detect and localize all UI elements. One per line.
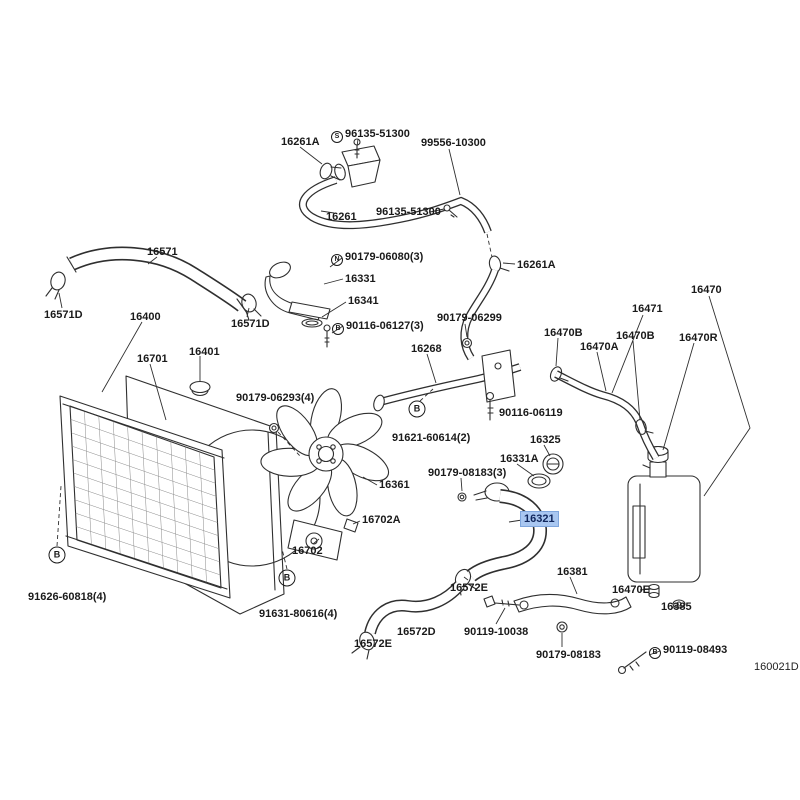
bracket-drawing — [483, 593, 647, 675]
radiator-cap-drawing — [189, 380, 211, 397]
part-label-16261A-2[interactable]: 16261A — [517, 259, 556, 271]
part-label-16268[interactable]: 16268 — [411, 343, 442, 355]
part-label-16385[interactable]: 16385 — [661, 601, 692, 613]
part-label-16470[interactable]: 16470 — [691, 284, 722, 296]
part-label-16400[interactable]: 16400 — [130, 311, 161, 323]
part-label-16470A[interactable]: 16470A — [580, 341, 619, 353]
thermostat-drawing — [527, 453, 564, 489]
part-label-16571D-2[interactable]: 16571D — [231, 318, 270, 330]
outlet-hose-drawing — [351, 580, 465, 660]
part-label-16572D[interactable]: 16572D — [397, 626, 436, 638]
part-label-90119-10038[interactable]: 90119-10038 — [464, 626, 529, 638]
dashed-reference-lines — [56, 233, 493, 570]
part-label-16702A[interactable]: 16702A — [362, 514, 401, 526]
reserve-tank-drawing — [627, 445, 701, 609]
part-label-96135-51300-2[interactable]: 96135-51300 — [376, 206, 441, 218]
radiator-drawing — [59, 380, 231, 599]
part-label-16572E-2[interactable]: 16572E — [354, 638, 392, 650]
part-label-16470E[interactable]: 16470E — [612, 584, 650, 596]
part-label-91626-60818[interactable]: 91626-60818(4) — [28, 591, 107, 603]
part-label-16470B-1[interactable]: 16470B — [544, 327, 583, 339]
part-label-16701[interactable]: 16701 — [137, 353, 168, 365]
part-label-90179-08183-1[interactable]: 90179-08183(3) — [428, 467, 507, 479]
part-label-16261[interactable]: 16261 — [326, 211, 357, 223]
fan-bracket-drawing — [287, 518, 359, 561]
water-inlet-drawing — [264, 261, 331, 348]
part-label-16572E-1[interactable]: 16572E — [450, 582, 488, 594]
fastener-symbol-B: B — [649, 647, 661, 659]
part-label-16321[interactable]: 16321 — [520, 510, 559, 528]
part-label-16341[interactable]: 16341 — [348, 295, 379, 307]
part-label-16401[interactable]: 16401 — [189, 346, 220, 358]
part-label-90179-06293[interactable]: 90179-06293(4) — [236, 392, 315, 404]
part-label-16325[interactable]: 16325 — [530, 434, 561, 446]
part-label-16471[interactable]: 16471 — [632, 303, 663, 315]
part-label-16470R[interactable]: 16470R — [679, 332, 718, 344]
part-label-16331[interactable]: 16331 — [345, 273, 376, 285]
part-label-16261A-1[interactable]: 16261A — [281, 136, 320, 148]
part-label-16702[interactable]: 16702 — [292, 545, 323, 557]
part-label-16361[interactable]: 16361 — [379, 479, 410, 491]
upper-hose-drawing — [45, 246, 262, 321]
part-label-90179-06299[interactable]: 90179-06299 — [437, 312, 502, 324]
part-label-91621-60614[interactable]: 91621-60614(2) — [392, 432, 471, 444]
fastener-symbol-N: N — [331, 254, 343, 266]
part-label-16331A[interactable]: 16331A — [500, 453, 539, 465]
part-label-91631-80616[interactable]: 91631-80616(4) — [259, 608, 338, 620]
diagram-code: 160021D — [754, 661, 799, 673]
part-label-16571[interactable]: 16571 — [147, 246, 178, 258]
part-label-16381[interactable]: 16381 — [557, 566, 588, 578]
part-label-90179-08183-2[interactable]: 90179-08183 — [536, 649, 601, 661]
lower-hose-drawing — [454, 482, 547, 596]
fastener-symbol-S: S — [331, 131, 343, 143]
tank-hose-drawing — [549, 366, 660, 461]
part-label-16571D-1[interactable]: 16571D — [44, 309, 83, 321]
fastener-symbol-B: B — [332, 323, 344, 335]
part-label-16470B-2[interactable]: 16470B — [616, 330, 655, 342]
fan-drawing — [260, 388, 390, 517]
leader-lines — [58, 138, 751, 656]
pipe-drawing — [268, 337, 522, 434]
part-label-99556-10300[interactable]: 99556-10300 — [421, 137, 486, 149]
part-label-90116-06119[interactable]: 90116-06119 — [499, 407, 563, 419]
